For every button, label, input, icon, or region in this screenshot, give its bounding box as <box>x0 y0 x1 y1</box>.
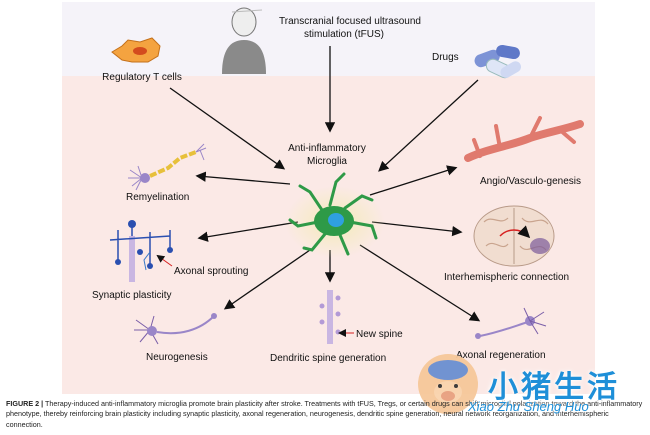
arrow-drugs <box>378 79 479 172</box>
microglia-cell <box>285 172 385 258</box>
center-label-line2: Microglia <box>307 156 347 167</box>
drugs-pills-icon <box>474 44 522 79</box>
angio-label: Angio/Vasculo-genesis <box>480 176 581 187</box>
neurogenesis-neuron-icon <box>134 313 217 345</box>
center-label-line1: Anti-inflammatory <box>288 143 366 154</box>
axonal-regeneration-neuron-icon <box>475 307 547 339</box>
new-spine-label: New spine <box>356 329 403 340</box>
neurogenesis-label: Neurogenesis <box>146 352 208 363</box>
arrow-axonal-regeneration <box>359 244 481 322</box>
arrow-remyelination <box>195 171 291 185</box>
axonal-regeneration-label: Axonal regeneration <box>456 350 546 361</box>
remyelination-neuron-icon <box>128 143 207 191</box>
watermark-subtitle: Xiao Zhu Sheng Huo <box>468 399 589 414</box>
brain-icon <box>473 205 555 267</box>
arrow-synaptic <box>197 221 299 242</box>
arrow-treg <box>169 87 286 170</box>
nucleus <box>328 213 344 227</box>
arrow-angio <box>369 165 458 196</box>
caption-text: Therapy-induced anti-inflammatory microg… <box>6 399 643 429</box>
watermark-title: 小猪生活 <box>488 371 620 404</box>
interhemispheric-label: Interhemispheric connection <box>444 272 569 283</box>
regulatory-t-cell-icon <box>111 37 161 63</box>
dendritic-spine-label: Dendritic spine generation <box>270 353 386 364</box>
dendritic-spine-icon <box>319 290 354 344</box>
synaptic-plasticity-icon <box>109 220 173 282</box>
tfus-label-line1: Transcranial focused ultrasound <box>279 16 421 27</box>
tfus-label-line2: stimulation (tFUS) <box>304 29 384 40</box>
arrow-interhemispheric <box>371 221 463 237</box>
synaptic-plasticity-label: Synaptic plasticity <box>92 290 171 301</box>
watermark-mascot-icon <box>418 354 478 414</box>
remyelination-label: Remyelination <box>126 192 189 203</box>
axonal-sprouting-label: Axonal sprouting <box>174 266 249 277</box>
person-icon <box>222 7 266 74</box>
blood-vessel-icon <box>464 116 584 162</box>
drugs-label: Drugs <box>432 52 459 63</box>
figure-caption: FIGURE 2 | Therapy-induced anti-inflamma… <box>6 399 646 430</box>
arrow-neurogenesis <box>223 249 311 310</box>
caption-label: FIGURE 2 | <box>6 399 44 408</box>
treg-label: Regulatory T cells <box>102 72 182 83</box>
